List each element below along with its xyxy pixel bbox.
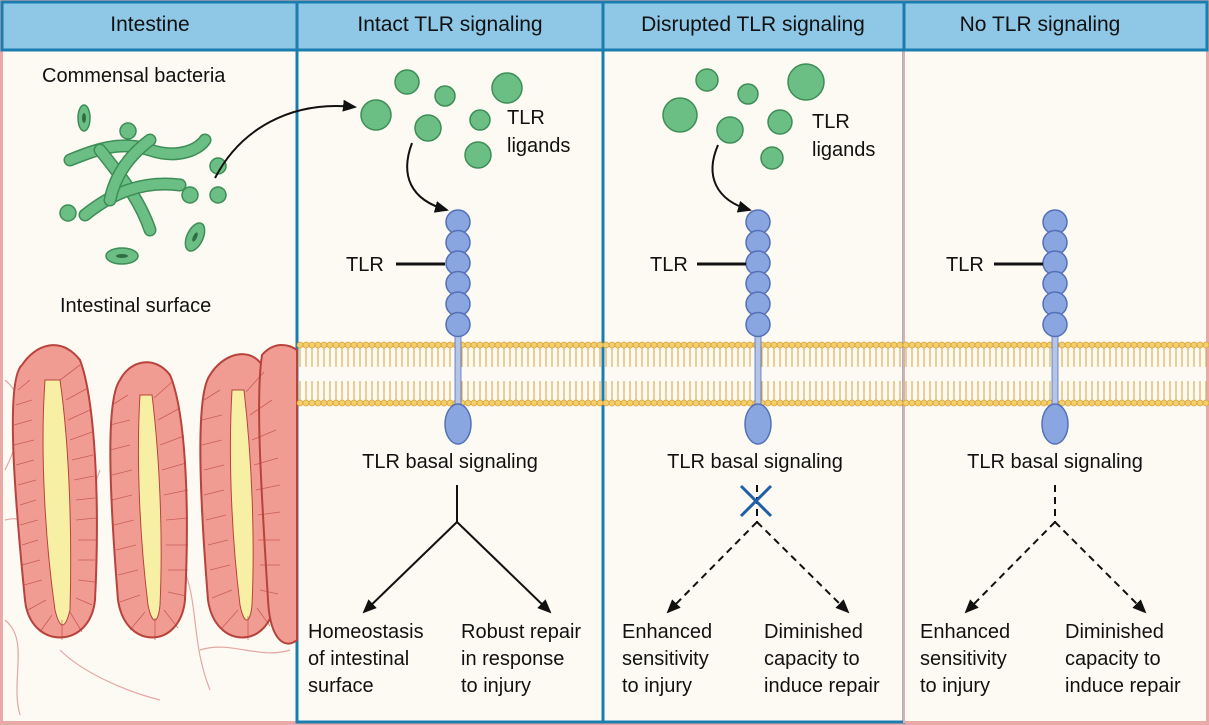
intestinal-villi-illustration (4, 344, 298, 716)
header-bar-intact (295, 0, 605, 52)
disrupted-ligands-label-line2: ligands (812, 139, 875, 161)
bacteria-to-ligands-arrow (214, 99, 357, 179)
header-bar-intestine (0, 0, 299, 52)
svg-text:induce repair: induce repair (1065, 675, 1181, 697)
header-none: No TLR signaling (960, 13, 1121, 36)
svg-text:Robust repair: Robust repair (461, 621, 581, 643)
disrupted-ligands-label-line1: TLR (812, 111, 850, 133)
disrupted-ligand-binding-arrow (711, 144, 752, 213)
commensal-bacteria-illustration (59, 104, 227, 265)
header-intestine: Intestine (110, 13, 189, 36)
svg-text:of intestinal: of intestinal (308, 648, 409, 670)
intact-outcome-right: Robust repair in response to injury (461, 621, 581, 697)
none-basal-label: TLR basal signaling (967, 451, 1143, 473)
panel-disrupted (601, 0, 906, 724)
intact-tlr-ligands (360, 69, 523, 169)
svg-text:capacity to: capacity to (764, 648, 860, 670)
header-bar-none (902, 0, 1209, 52)
cell-membrane (296, 341, 1209, 407)
svg-text:Enhanced: Enhanced (920, 621, 1010, 643)
commensal-bacteria-label: Commensal bacteria (42, 65, 226, 87)
svg-text:to injury: to injury (920, 675, 990, 697)
intact-ligands-label-line2: ligands (507, 135, 570, 157)
header-disrupted: Disrupted TLR signaling (641, 13, 865, 36)
header-intact: Intact TLR signaling (357, 13, 542, 36)
none-outcome-left: Enhanced sensitivity to injury (920, 621, 1010, 697)
none-tlr-label: TLR (946, 254, 984, 276)
disrupted-tlr-receptor (744, 209, 772, 445)
svg-text:Diminished: Diminished (764, 621, 863, 643)
disrupted-tlr-label: TLR (650, 254, 688, 276)
intact-ligands-label-line1: TLR (507, 107, 545, 129)
disrupted-outcome-left: Enhanced sensitivity to injury (622, 621, 712, 697)
svg-text:Diminished: Diminished (1065, 621, 1164, 643)
svg-text:surface: surface (308, 675, 374, 697)
signaling-blocked-x-mark (739, 484, 773, 518)
none-tlr-receptor (1041, 209, 1069, 445)
svg-text:in response: in response (461, 648, 564, 670)
svg-text:induce repair: induce repair (764, 675, 880, 697)
disrupted-tlr-ligands (662, 63, 825, 170)
none-outcome-right: Diminished capacity to induce repair (1065, 621, 1181, 697)
none-outcome-arrows (964, 485, 1147, 614)
disrupted-basal-label: TLR basal signaling (667, 451, 843, 473)
intact-outcome-arrows (362, 485, 552, 614)
intestinal-surface-label: Intestinal surface (60, 295, 211, 317)
intact-tlr-receptor (444, 209, 472, 445)
header-bar-disrupted (601, 0, 906, 52)
svg-text:sensitivity: sensitivity (920, 648, 1007, 670)
svg-text:sensitivity: sensitivity (622, 648, 709, 670)
disrupted-outcome-right: Diminished capacity to induce repair (764, 621, 880, 697)
svg-text:Enhanced: Enhanced (622, 621, 712, 643)
intact-outcome-left: Homeostasis of intestinal surface (308, 621, 424, 697)
intact-basal-label: TLR basal signaling (362, 451, 538, 473)
svg-text:to injury: to injury (461, 675, 531, 697)
intact-ligand-binding-arrow (406, 142, 449, 213)
intact-tlr-label: TLR (346, 254, 384, 276)
svg-text:Homeostasis: Homeostasis (308, 621, 424, 643)
svg-text:to injury: to injury (622, 675, 692, 697)
svg-text:capacity to: capacity to (1065, 648, 1161, 670)
